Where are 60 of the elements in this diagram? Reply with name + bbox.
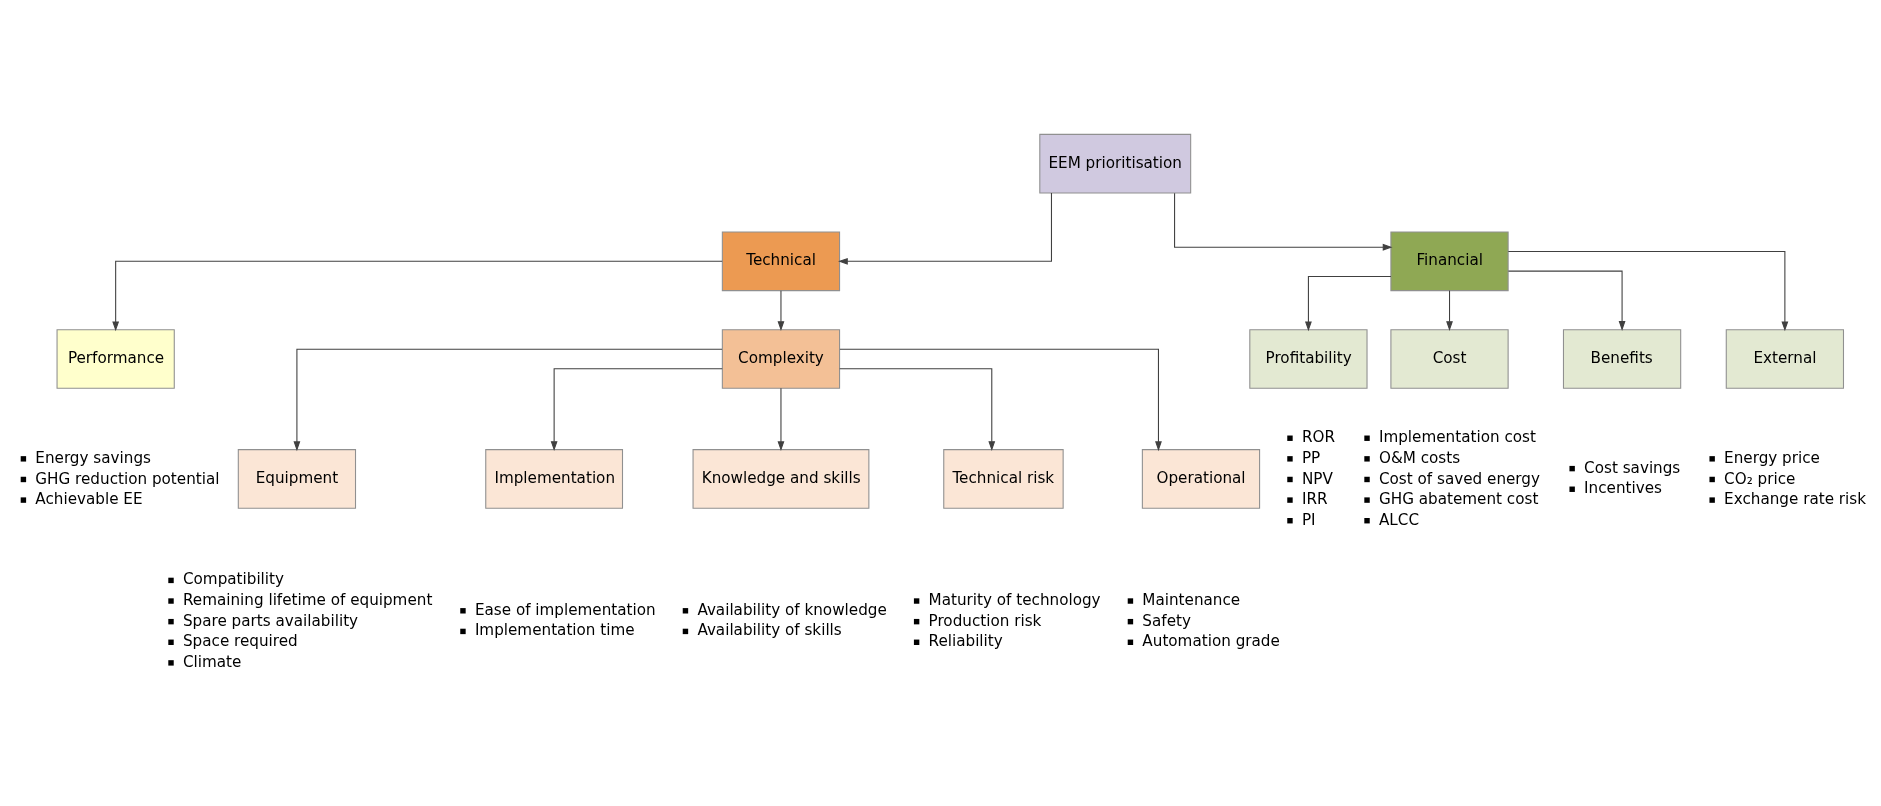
node-box: Equipment — [237, 448, 357, 509]
node-box: External — [1725, 328, 1845, 389]
node-label: Reliability — [928, 631, 1003, 650]
node-label: Availability of knowledge — [697, 600, 887, 619]
node-label: Maturity of technology — [928, 590, 1101, 609]
node-label: Safety — [1142, 611, 1191, 630]
node-box: Technical risk — [943, 448, 1064, 509]
node-box: Performance — [56, 328, 175, 389]
node-label: Cost savings — [1584, 458, 1681, 477]
arrow — [839, 367, 996, 451]
node-label: Energy price — [1724, 448, 1820, 467]
arrow — [1174, 192, 1393, 251]
node-label: PI — [1301, 510, 1316, 529]
node-label: ALCC — [1378, 510, 1420, 529]
node-label: Exchange rate risk — [1724, 489, 1866, 508]
node-label: Maintenance — [1142, 590, 1241, 609]
node-label: Ease of implementation — [474, 600, 656, 619]
node-label: ROR — [1301, 427, 1335, 446]
arrow — [1305, 275, 1392, 331]
node-label: Incentives — [1584, 478, 1662, 497]
node-box: Technical — [721, 230, 841, 291]
node-box: Profitability — [1249, 328, 1368, 389]
arrow — [293, 348, 723, 451]
node-box: EEM prioritisation — [1039, 133, 1192, 193]
node-box: Knowledge and skills — [692, 448, 870, 509]
node-box: Operational — [1141, 448, 1261, 509]
node-label: Space required — [182, 631, 298, 650]
node-label: Implementation time — [474, 620, 635, 639]
node-label: GHG abatement cost — [1378, 489, 1539, 508]
arrow — [1507, 250, 1789, 331]
node-label: NPV — [1301, 468, 1333, 487]
arrow — [112, 260, 723, 331]
arrow — [1446, 289, 1453, 331]
node-label: CO₂ price — [1724, 468, 1796, 487]
node-label: Climate — [182, 652, 242, 671]
node-box: Complexity — [721, 328, 841, 389]
arrow — [550, 367, 723, 451]
node-label: Energy savings — [35, 448, 151, 467]
node-label: Cost of saved energy — [1378, 468, 1540, 487]
node-label: Implementation cost — [1378, 427, 1536, 446]
arrow — [1507, 270, 1626, 331]
node-box: Cost — [1390, 328, 1509, 389]
node-box: Implementation — [485, 448, 624, 509]
node-label: Availability of skills — [697, 620, 842, 639]
arrow — [839, 348, 1162, 451]
node-label: Production risk — [928, 611, 1042, 630]
node-label: IRR — [1301, 489, 1328, 508]
node-box: Benefits — [1562, 328, 1682, 389]
node-label: O&M costs — [1378, 448, 1461, 467]
arrow — [838, 191, 1052, 265]
node-label: Achievable EE — [35, 489, 143, 508]
arrow — [777, 289, 785, 331]
node-label: Spare parts availability — [182, 611, 359, 630]
node-label: Compatibility — [182, 569, 285, 588]
node-box: Financial — [1390, 230, 1509, 291]
arrow — [777, 387, 785, 451]
node-label: GHG reduction potential — [35, 468, 220, 487]
node-label: Automation grade — [1142, 631, 1280, 650]
node-label: PP — [1301, 448, 1321, 467]
node-label: Remaining lifetime of equipment — [182, 590, 433, 609]
